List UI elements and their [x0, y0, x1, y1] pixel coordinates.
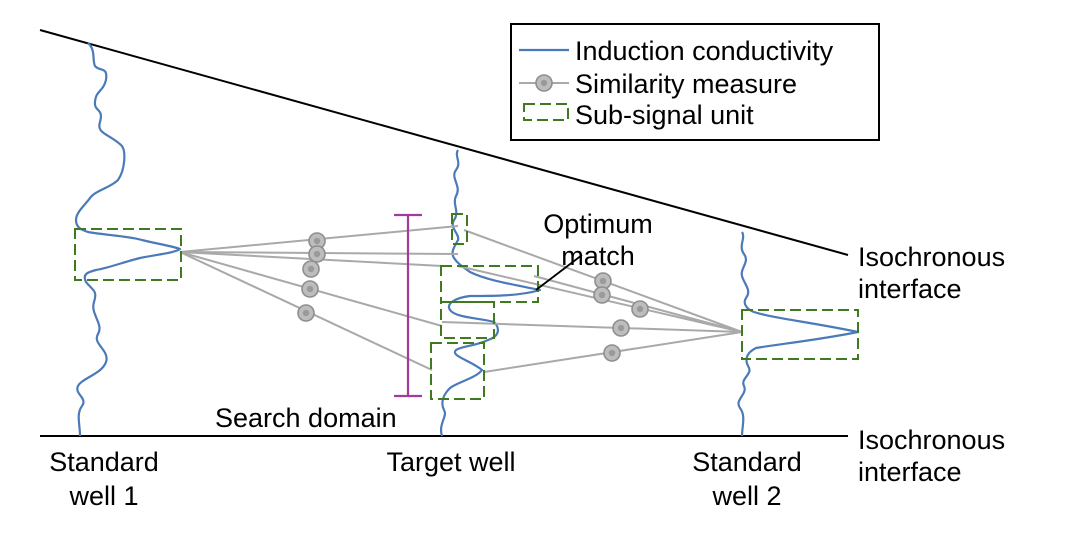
similarity-marker-core: [302, 309, 310, 317]
target-well-label: Target well: [386, 447, 515, 477]
target-well-log: [440, 149, 542, 437]
similarity-connections: [179, 225, 743, 373]
sub-signal-unit-well-2: [741, 309, 859, 360]
sub-signal-unit-target-2: [440, 301, 495, 339]
legend-induction-label: Induction conductivity: [575, 36, 834, 66]
iso-top-label-line1: Isochronous: [858, 242, 1005, 272]
search-domain-marker: [394, 213, 422, 398]
optimum-match-label-line1: Optimum: [543, 209, 653, 239]
sub-signal-unit-target-3: [430, 342, 485, 400]
similarity-marker-core: [608, 349, 616, 357]
similarity-marker-core: [598, 291, 606, 299]
well-2-label-line1: Standard: [692, 447, 802, 477]
legend: Induction conductivity Similarity measur…: [510, 23, 880, 141]
well-2-label-line2: well 2: [711, 481, 781, 511]
similarity-marker-core: [313, 237, 321, 245]
top-isochronous-line: [39, 29, 849, 256]
well-1-label-line1: Standard: [49, 447, 159, 477]
similarity-marker-core: [617, 324, 625, 332]
similarity-marker-core: [307, 265, 315, 273]
optimum-match-label-line2: match: [561, 241, 635, 271]
similarity-marker-core: [636, 305, 644, 313]
sub-signal-unit-target-1: [451, 213, 468, 245]
legend-frame: [510, 23, 880, 141]
legend-similarity-label: Similarity measure: [575, 69, 797, 99]
iso-top-label-line2: interface: [858, 274, 962, 304]
optimum-match-pointer: [535, 254, 583, 291]
sub-signal-unit-well-1: [74, 228, 182, 281]
legend-subsignal-label: Sub-signal unit: [575, 100, 754, 130]
similarity-marker-core: [306, 285, 314, 293]
legend-subsignal-swatch: [523, 103, 569, 121]
iso-bottom-label-line1: Isochronous: [858, 425, 1005, 455]
well-1-label-line2: well 1: [68, 481, 138, 511]
similarity-marker-core: [599, 277, 607, 285]
search-domain-label: Search domain: [215, 403, 397, 433]
standard-well-2-log: [737, 231, 860, 437]
standard-well-1-log: [74, 42, 182, 437]
iso-bottom-label-line2: interface: [858, 457, 962, 487]
similarity-markers: [297, 232, 649, 362]
similarity-marker-core: [313, 250, 321, 258]
